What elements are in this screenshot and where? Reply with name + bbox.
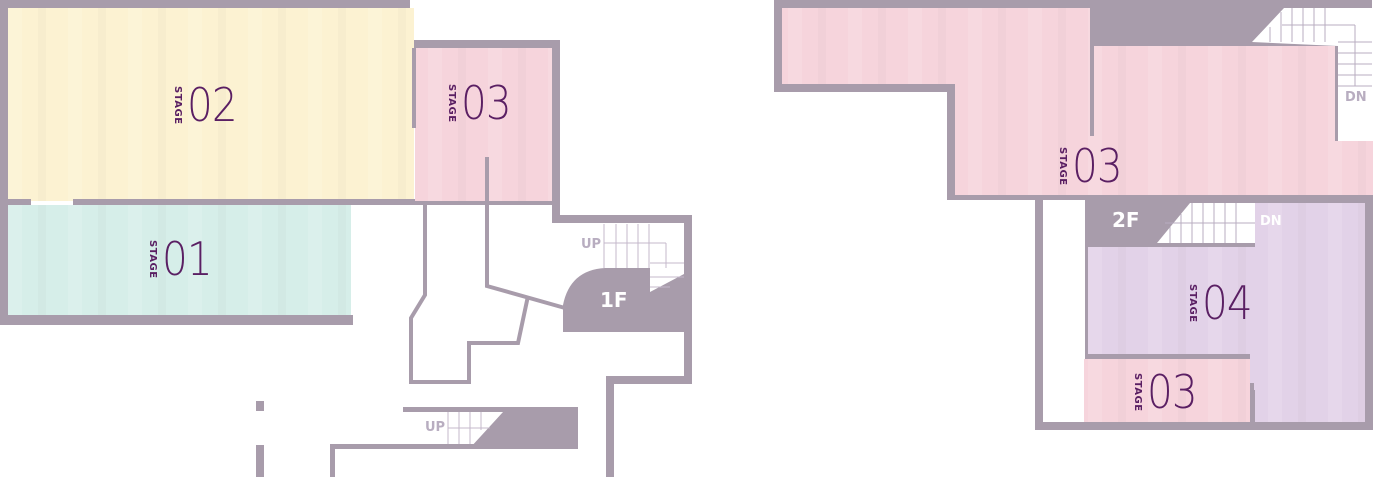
floor-1-plan	[0, 0, 692, 477]
stairs-up-bottom	[330, 407, 578, 477]
stage-number: 03	[1147, 365, 1198, 419]
stage-prefix: STAGE	[446, 83, 457, 123]
floor-2-tag[interactable]: 2F	[1112, 208, 1140, 232]
stage-01-label: STAGE 01	[147, 236, 219, 282]
stage-number: 04	[1202, 276, 1253, 330]
floor-1-tag[interactable]: 1F	[600, 288, 628, 312]
stairs-down-label-top[interactable]: DN	[1345, 90, 1367, 105]
stage-number: 01	[162, 232, 213, 286]
stairs-down-label[interactable]: DN	[1260, 214, 1282, 229]
stairs-down-2f	[1157, 203, 1255, 243]
stage-prefix: STAGE	[147, 239, 158, 279]
stage-03-label-1f: STAGE 03	[446, 80, 518, 126]
stage-number: 03	[461, 76, 512, 130]
stage-03-label-2f-top: STAGE 03	[1057, 143, 1129, 189]
stage-number: 03	[1072, 139, 1123, 193]
stage-prefix: STAGE	[1057, 146, 1068, 186]
floor-2-landing	[1085, 203, 1255, 247]
stairs-up-label-bottom[interactable]: UP	[425, 420, 446, 435]
stage-prefix: STAGE	[1132, 372, 1143, 412]
stairs-down-2f-top	[1252, 8, 1372, 141]
wall-divider	[8, 199, 31, 205]
stage-prefix: STAGE	[172, 85, 183, 125]
stage-04-label: STAGE 04	[1187, 280, 1259, 326]
floor-1-landing	[563, 268, 684, 332]
stage-prefix: STAGE	[1187, 283, 1198, 323]
stairs-up-label[interactable]: UP	[581, 237, 602, 252]
stairs-up-1f	[603, 224, 684, 288]
corridor-walls	[409, 205, 566, 384]
wall-fragment	[256, 401, 264, 411]
stage-number: 02	[187, 78, 238, 132]
stage-03-label-2f-bottom: STAGE 03	[1132, 369, 1204, 415]
floor-2-plan	[774, 0, 1380, 477]
stage-02-label: STAGE 02	[172, 82, 244, 128]
